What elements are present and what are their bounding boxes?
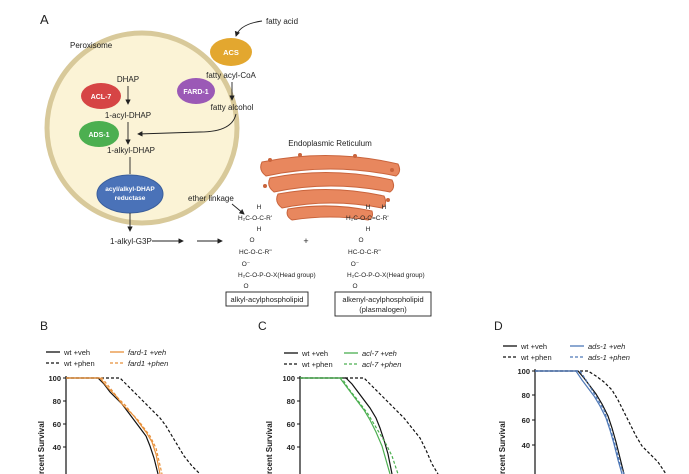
fatty-alcohol-label: fatty alcohol — [211, 103, 254, 112]
fard1-enzyme — [177, 78, 215, 104]
svg-text:H: H — [382, 204, 387, 211]
legend-wt-phen: wt +phen — [63, 359, 95, 368]
curve-mut-veh — [66, 377, 161, 474]
survival-panel-b: B wt +veh wt +phen fard-1 +veh fard1 +ph… — [37, 319, 201, 474]
alkyl-phospholipid-structure: H H₂C-O-C-R' H O HC-O-C-R" O⁻ H₂C-O-P-O-… — [238, 204, 316, 290]
ytick-80: 80 — [53, 397, 61, 406]
acs-enzyme — [210, 38, 252, 66]
dhap-label: DHAP — [117, 75, 139, 84]
ytick-80: 80 — [287, 397, 295, 406]
svg-text:H: H — [257, 226, 262, 233]
curve-wt-veh — [300, 377, 393, 474]
ytick-40: 40 — [53, 443, 61, 452]
svg-text:H₂C-O-P-O-X(Head group): H₂C-O-P-O-X(Head group) — [347, 272, 425, 279]
svg-text:O⁻: O⁻ — [242, 261, 251, 268]
curve-mut-veh — [535, 370, 623, 474]
er-label: Endoplasmic Reticulum — [288, 139, 372, 148]
svg-text:O⁻: O⁻ — [351, 261, 360, 268]
ytick-100: 100 — [48, 374, 61, 383]
svg-text:O: O — [352, 283, 357, 290]
curve-mut-phen — [66, 377, 163, 474]
curve-wt-phen — [66, 377, 201, 474]
legend-mut-veh: ads-1 +veh — [588, 342, 625, 351]
ytick-40: 40 — [522, 441, 530, 450]
survival-panel-d: D wt +veh wt +phen ads-1 +veh ads-1 +phe… — [494, 319, 667, 474]
acl7-label: ACL-7 — [91, 94, 112, 101]
svg-text:H: H — [366, 226, 371, 233]
alkyl-dhap-label: 1-alkyl-DHAP — [107, 146, 155, 155]
ads1-label: ADS-1 — [88, 132, 109, 139]
ytick-60: 60 — [287, 420, 295, 429]
reductase-enzyme — [96, 174, 164, 214]
ads1-enzyme — [79, 121, 119, 147]
curve-mut-phen — [535, 370, 625, 474]
fatty-acyl-coa-label: fatty acyl-CoA — [206, 71, 256, 80]
legend-mut-veh: acl-7 +veh — [362, 349, 397, 358]
y-axis-label: rcent Survival — [37, 421, 46, 474]
alkyl-g3p-label: 1-alkyl-G3P — [110, 237, 152, 246]
acs-label: ACS — [223, 48, 239, 57]
reductase-label-line2: reductase — [115, 195, 146, 202]
legend-mut-veh: fard-1 +veh — [128, 348, 166, 357]
alkenyl-phospholipid-structure: H H H₂C-O-C=C-R' H O HC-O-C-R" O⁻ H₂C-O-… — [346, 204, 425, 290]
fatty-acid-arrow — [234, 20, 263, 37]
legend-wt-phen: wt +phen — [520, 353, 552, 362]
legend-mut-phen: fard1 +phen — [128, 359, 168, 368]
plus-sign: + — [303, 236, 308, 246]
legend-mut-phen: ads-1 +phen — [588, 353, 630, 362]
legend-wt-veh: wt +veh — [63, 348, 90, 357]
ytick-60: 60 — [53, 420, 61, 429]
curve-wt-phen — [535, 370, 667, 474]
svg-text:H: H — [257, 204, 262, 211]
fard1-label: FARD-1 — [183, 89, 208, 96]
ether-linkage-label: ether linkage — [188, 194, 234, 203]
svg-text:H₂C-O-P-O-X(Head group): H₂C-O-P-O-X(Head group) — [238, 272, 316, 279]
alkenyl-phospholipid-label: alkenyl-acylphospholipid — [342, 295, 423, 304]
ytick-100: 100 — [517, 367, 530, 376]
survival-panel-c: C wt +veh wt +phen acl-7 +veh acl-7 +phe… — [258, 319, 439, 474]
panel-b-letter: B — [40, 319, 48, 333]
svg-text:O: O — [358, 237, 363, 244]
legend-wt-veh: wt +veh — [301, 349, 328, 358]
ytick-100: 100 — [282, 374, 295, 383]
y-axis-label: rcent Survival — [498, 421, 507, 474]
y-axis-label: rcent Survival — [265, 421, 274, 474]
ytick-60: 60 — [522, 416, 530, 425]
svg-text:H: H — [366, 204, 371, 211]
svg-text:HC-O-C-R": HC-O-C-R" — [348, 249, 381, 256]
ytick-80: 80 — [522, 391, 530, 400]
plasmalogen-label: (plasmalogen) — [359, 305, 407, 314]
fatty-acid-label: fatty acid — [266, 17, 298, 26]
acyl-dhap-label: 1-acyl-DHAP — [105, 111, 151, 120]
svg-text:H₂C-O-C-R': H₂C-O-C-R' — [238, 215, 272, 222]
legend-mut-phen: acl-7 +phen — [362, 360, 401, 369]
svg-text:O: O — [249, 237, 254, 244]
alkyl-phospholipid-label: alkyl-acylphospholipid — [231, 295, 304, 304]
peroxisome-label: Peroxisome — [70, 41, 113, 50]
curve-wt-phen — [300, 377, 439, 474]
ether-linkage-arrow — [231, 203, 245, 215]
panel-a-letter: A — [40, 12, 49, 27]
curve-wt-veh — [66, 377, 159, 474]
ytick-40: 40 — [287, 443, 295, 452]
alkyl-phospholipid-box — [225, 291, 309, 307]
curve-mut-veh — [300, 377, 391, 474]
legend-wt-phen: wt +phen — [301, 360, 333, 369]
svg-text:H₂C-O-C=C-R': H₂C-O-C=C-R' — [346, 215, 389, 222]
acl7-enzyme — [81, 83, 121, 109]
reductase-label-line1: acyl/alkyl-DHAP — [105, 186, 155, 193]
legend-wt-veh: wt +veh — [520, 342, 547, 351]
curve-mut-phen — [300, 377, 399, 474]
svg-text:O: O — [243, 283, 248, 290]
panel-c-letter: C — [258, 319, 267, 333]
curve-wt-veh — [535, 370, 625, 474]
alkenyl-phospholipid-box — [334, 291, 432, 317]
panel-d-letter: D — [494, 319, 503, 333]
fatty-alcohol-arrow — [137, 113, 237, 137]
svg-text:HC-O-C-R": HC-O-C-R" — [239, 249, 272, 256]
er-organelle — [260, 153, 401, 221]
